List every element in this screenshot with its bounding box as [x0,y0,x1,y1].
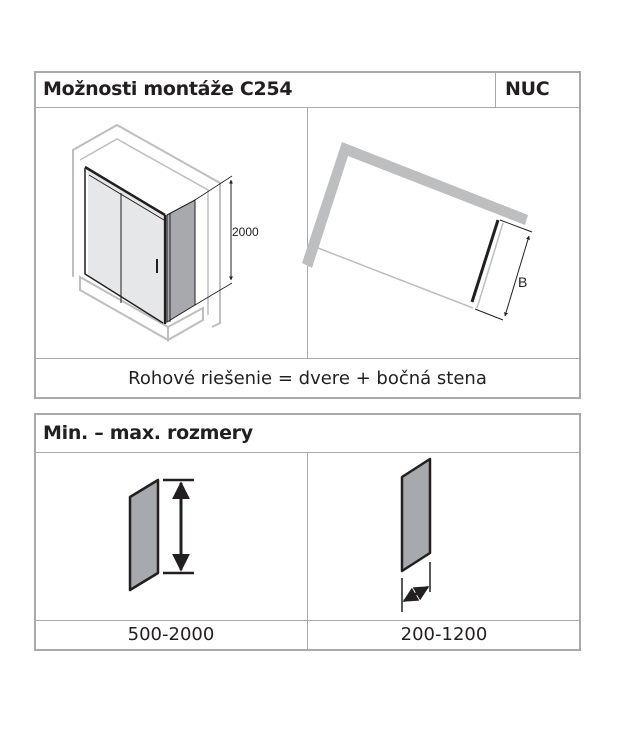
height-dimension-label: 2000 [232,225,259,239]
product-code: NUC [505,78,550,100]
divider [495,72,496,107]
dimensions-table [34,413,581,651]
height-range: 500-2000 [127,624,215,645]
mounting-options-table [34,71,581,399]
divider [307,107,308,358]
width-range: 200-1200 [400,624,488,645]
shower-isometric-illustration [72,123,233,342]
width-range-icon [400,457,432,612]
mounting-title: Možnosti montáže C254 [43,78,293,100]
floor-plan-illustration [302,142,533,321]
height-range-icon [128,478,194,592]
divider [307,452,308,650]
divider [35,358,580,359]
dimensions-title: Min. – max. rozmery [43,422,253,444]
width-b-label: B [518,274,527,290]
mounting-caption: Rohové riešenie = dvere + bočná stena [128,368,487,389]
divider [35,620,580,621]
